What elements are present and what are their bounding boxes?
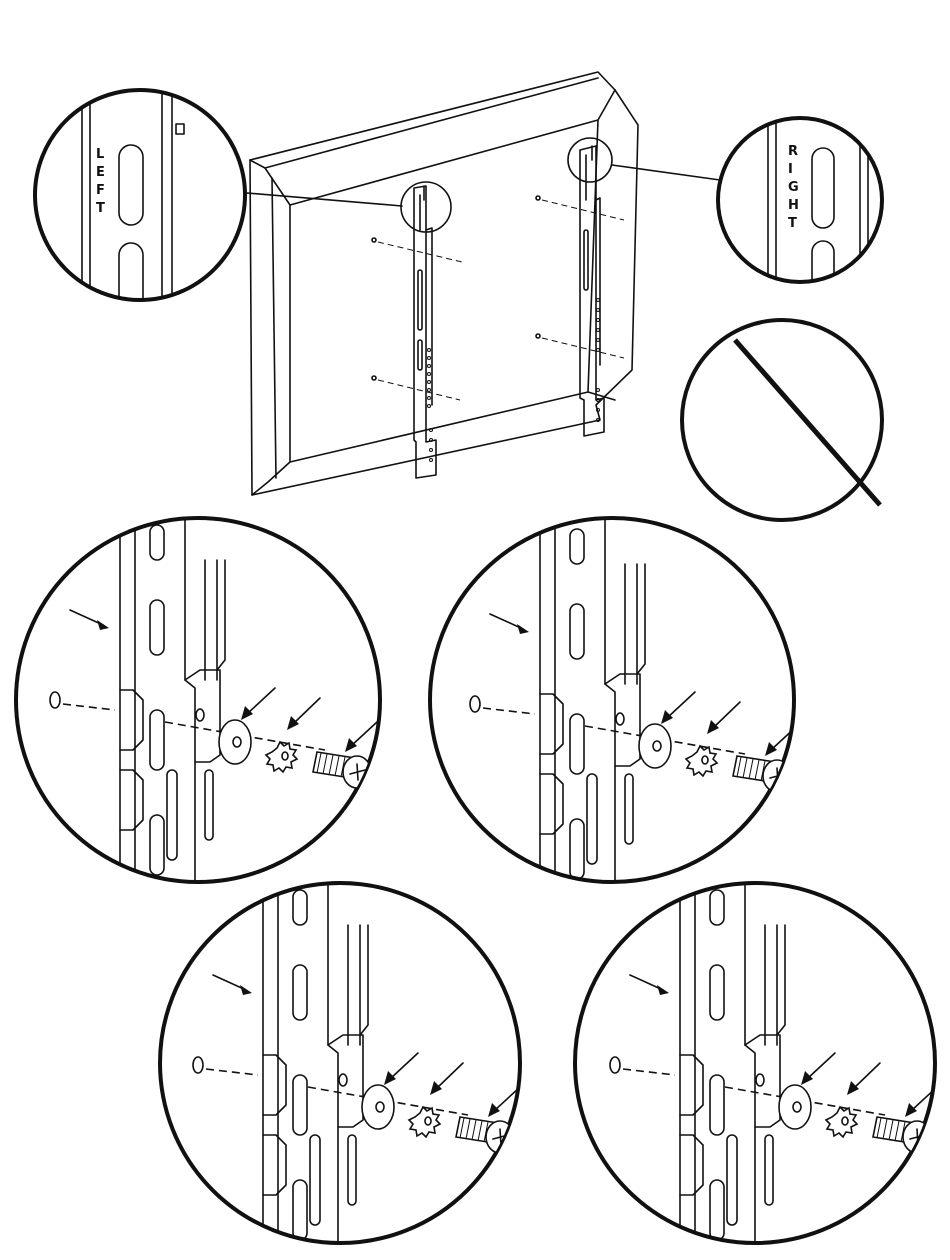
incorrect-orientation-callout bbox=[682, 320, 882, 520]
left-letter-1: L bbox=[96, 147, 104, 162]
right-letter-4: H bbox=[788, 198, 799, 213]
left-zoom-callout: L E F T bbox=[35, 80, 245, 320]
right-bracket-highlight bbox=[568, 138, 612, 182]
detail-view-1 bbox=[16, 500, 380, 900]
detail-view-2 bbox=[430, 504, 797, 904]
left-leader-line bbox=[235, 192, 402, 206]
right-letter-1: R bbox=[788, 144, 798, 159]
right-letter-2: I bbox=[788, 162, 793, 177]
detail-view-4 bbox=[575, 865, 937, 1260]
left-letter-2: E bbox=[96, 165, 105, 180]
detail-view-3 bbox=[160, 865, 520, 1260]
left-letter-4: T bbox=[96, 201, 105, 216]
left-letter-3: F bbox=[96, 183, 105, 198]
right-letter-3: G bbox=[788, 180, 799, 195]
right-leader-line bbox=[612, 165, 720, 180]
right-letter-5: T bbox=[788, 216, 797, 231]
right-zoom-callout: R I G H T bbox=[718, 110, 882, 290]
